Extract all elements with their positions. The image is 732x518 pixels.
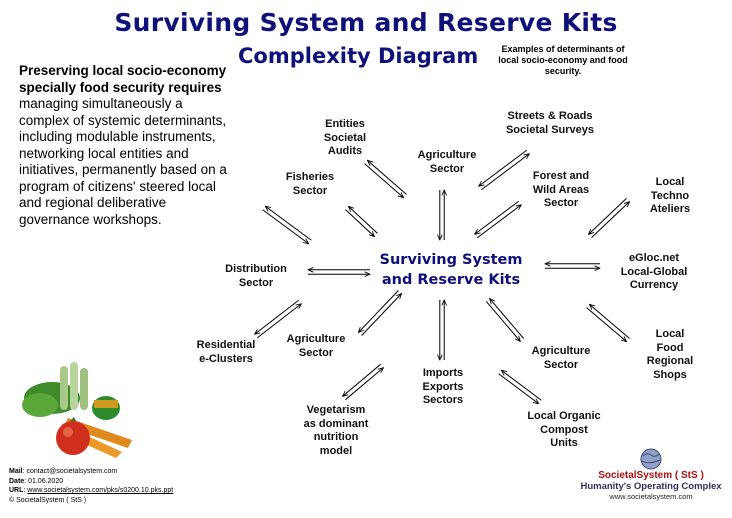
main-title: Surviving System and Reserve Kits (114, 8, 618, 37)
node-distribution: Distribution Sector (225, 263, 287, 289)
node-residential: Residential e-Clusters (196, 339, 256, 365)
footer-copyright: © SocietalSystem ( StS ) (9, 496, 87, 504)
double-arrow-icon (255, 299, 299, 334)
node-forest-wild: Forest and Wild Areas Sector (532, 170, 590, 209)
center-line-1: Surviving System (379, 252, 523, 268)
double-arrow-icon (348, 206, 378, 234)
url-label: URL (9, 487, 24, 494)
date-label: Date (9, 477, 25, 485)
double-arrow-icon (367, 160, 407, 195)
double-arrow-icon (498, 373, 539, 404)
mail-value: : contact@societalsystem.com (22, 468, 118, 475)
node-fisheries: Fisheries Sector (285, 171, 335, 197)
footer-info: Mail: contact@societalsystem.com Date: 0… (9, 467, 173, 505)
double-arrow-icon (358, 290, 399, 332)
double-arrow-icon (479, 149, 527, 186)
node-techno-ateliers: Local Techno Ateliers (649, 176, 691, 215)
node-compost: Local Organic Compost Units (527, 410, 601, 449)
double-arrow-icon (485, 301, 520, 341)
intro-paragraph: Preserving local socio-economy specially… (19, 63, 234, 228)
intro-bold: Preserving local socio-economy specially… (19, 63, 227, 95)
double-arrow-icon (588, 198, 627, 234)
footer-mail: Mail: contact@societalsystem.com (9, 467, 173, 477)
node-agriculture-right: Agriculture Sector (531, 345, 591, 371)
double-arrow-icon (475, 200, 519, 234)
date-value: : 01.06.2020 (24, 477, 64, 485)
node-agriculture-top: Agriculture Sector (417, 149, 477, 175)
double-arrow-icon (257, 304, 301, 339)
double-arrow-icons (255, 149, 630, 404)
double-arrow-icon (490, 299, 525, 339)
node-streets-roads: Streets & Roads Societal Surveys (505, 110, 595, 136)
vegetables-illustration (22, 362, 132, 458)
double-arrow-icon (501, 370, 542, 401)
double-arrow-icon (477, 205, 521, 239)
double-arrow-icon (364, 163, 404, 198)
double-arrow-icon (591, 202, 630, 238)
logo-tagline: Humanity's Operating Complex (580, 481, 722, 492)
node-egloc: eGloc.net Local-Global Currency (620, 252, 688, 291)
intro-rest: managing simultaneously a complex of sys… (19, 96, 227, 227)
center-line-2: and Reserve Kits (381, 272, 521, 288)
double-arrow-icon (345, 368, 383, 401)
societal-system-logo: SocietalSystem ( StS ) Humanity's Operat… (576, 448, 726, 514)
footer-date: Date: 01.06.2020 (9, 477, 173, 487)
logo-site: www.societalsystem.com (609, 492, 693, 501)
double-arrow-icon (589, 304, 630, 339)
globe-logo-icon (640, 448, 662, 470)
double-arrow-icon (345, 209, 375, 237)
double-arrow-icon (265, 206, 312, 241)
footer-url: URL: www.societalsystem.com/pks/s0200.10… (9, 487, 174, 494)
node-food-shops: Local Food Regional Shops (646, 328, 694, 381)
url-link[interactable]: www.societalsystem.com/pks/s0200.10.pks.… (27, 487, 174, 494)
node-agriculture-left: Agriculture Sector (286, 333, 346, 359)
diagram-subtitle: Complexity Diagram (238, 44, 479, 68)
logo-brand: SocietalSystem ( StS ) (598, 470, 704, 481)
center-node: Surviving System and Reserve Kits (374, 250, 528, 290)
node-imports-exports: Imports Exports Sectors (422, 367, 464, 406)
node-vegetarism: Vegetarism as dominant nutrition model (303, 404, 369, 457)
node-entities-audits: Entities Societal Audits (323, 118, 367, 157)
determinants-note: Examples of determinants of local socio-… (498, 44, 628, 76)
double-arrow-icon (481, 154, 529, 191)
double-arrow-icon (586, 307, 627, 342)
double-arrow-icon (262, 209, 309, 244)
double-arrow-icon (361, 294, 402, 336)
double-arrow-icon (343, 363, 381, 396)
mail-label: Mail (9, 468, 23, 475)
